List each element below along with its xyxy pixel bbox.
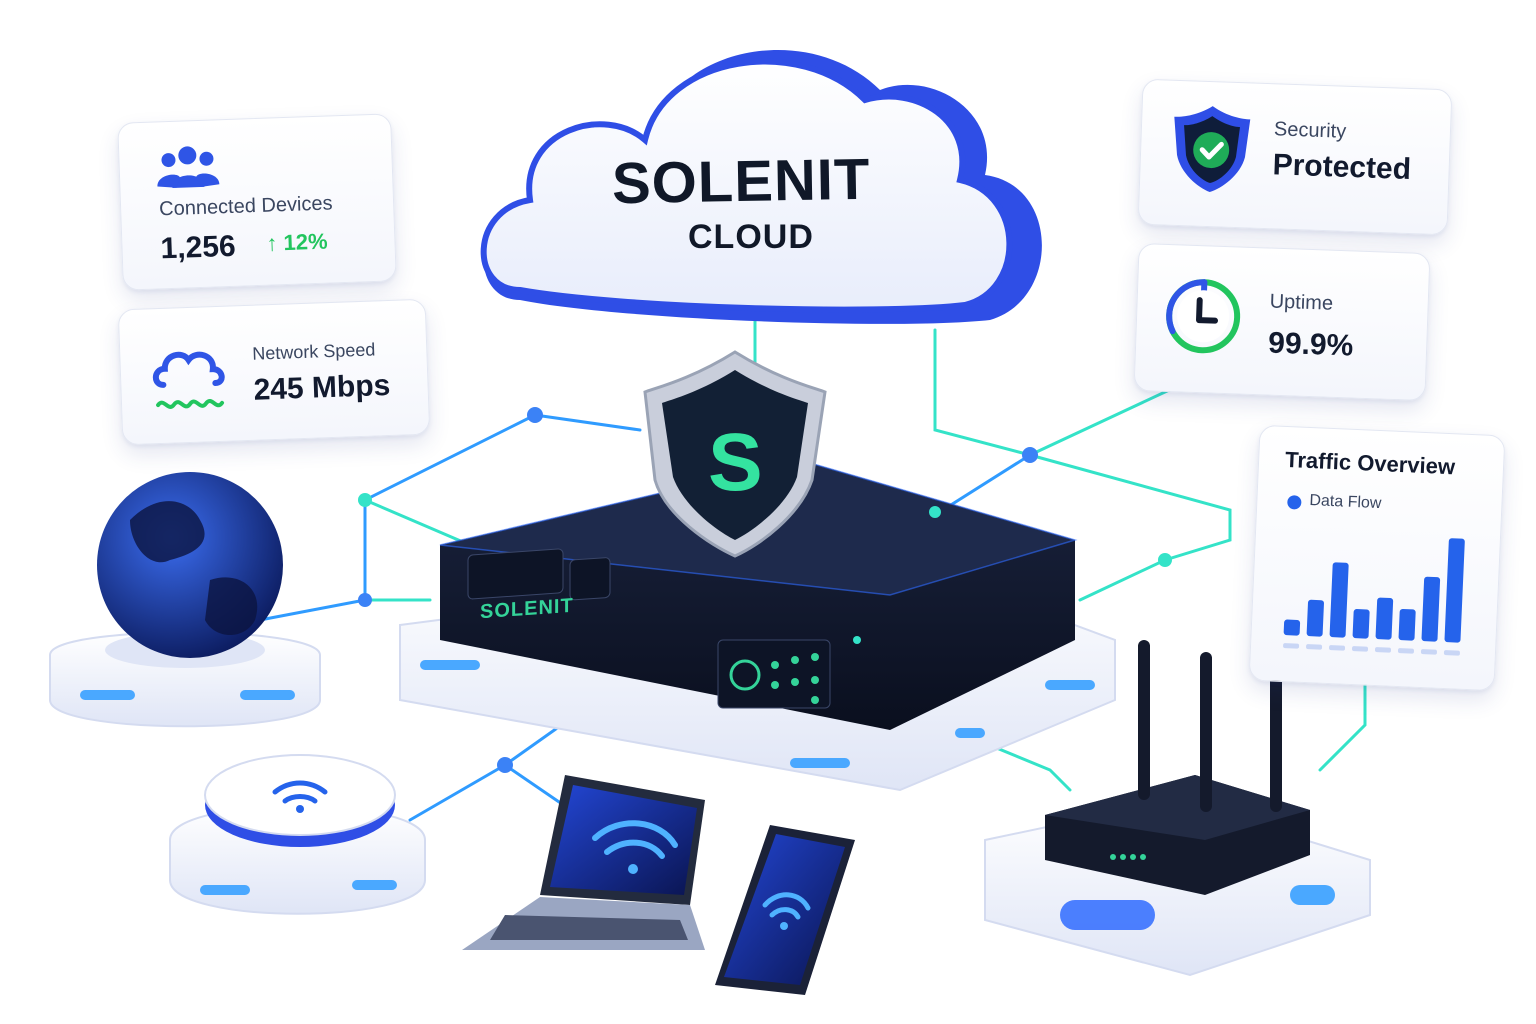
clock-icon <box>1166 279 1241 354</box>
security-card: Security Protected <box>1137 78 1453 236</box>
brand-name: SOLENIT <box>611 146 871 217</box>
traffic-bar-shadow <box>1306 644 1323 650</box>
traffic-bar <box>1352 609 1370 639</box>
traffic-bar <box>1444 538 1465 643</box>
users-icon <box>157 146 220 188</box>
traffic-overview-title: Traffic Overview <box>1284 446 1456 480</box>
traffic-bars <box>1283 538 1465 656</box>
traffic-overview-card: Traffic Overview Data Flow <box>1248 424 1506 692</box>
security-value: Protected <box>1272 148 1412 187</box>
laptop-device <box>462 775 705 950</box>
cloud-wave-icon <box>152 351 225 409</box>
traffic-bar-shadow <box>1352 646 1369 652</box>
network-speed-label: Network Speed <box>252 339 376 364</box>
traffic-bar <box>1329 562 1349 638</box>
traffic-bar <box>1306 599 1324 637</box>
connected-devices-label: Connected Devices <box>158 192 333 221</box>
connected-devices-change: ↑ 12% <box>266 228 328 256</box>
uptime-card: Uptime 99.9% <box>1133 242 1431 402</box>
globe-device <box>49 472 321 728</box>
traffic-legend-label: Data Flow <box>1309 492 1382 513</box>
connected-devices-value: 1,256 <box>160 229 237 266</box>
phone-device <box>715 825 855 995</box>
traffic-bar <box>1398 608 1416 641</box>
traffic-bar-shadow <box>1374 647 1392 653</box>
traffic-bar <box>1283 619 1301 636</box>
wifi-puck-device <box>169 754 426 915</box>
shield-emblem <box>643 350 827 558</box>
traffic-bar-shadow <box>1283 643 1300 649</box>
traffic-bar-shadow <box>1397 648 1414 654</box>
network-speed-card: Network Speed 245 Mbps <box>117 298 431 446</box>
network-speed-value: 245 Mbps <box>253 368 391 407</box>
connected-devices-card: Connected Devices 1,256 ↑ 12% <box>117 113 397 291</box>
cloud-shape <box>480 49 1042 324</box>
router-device <box>984 640 1371 977</box>
shield-letter: S <box>708 417 763 508</box>
uptime-value: 99.9% <box>1267 326 1354 363</box>
traffic-bar-shadow <box>1443 650 1460 656</box>
traffic-bar <box>1375 597 1394 640</box>
uptime-label: Uptime <box>1269 290 1334 315</box>
legend-dot <box>1287 495 1302 510</box>
traffic-bar <box>1421 576 1441 642</box>
shield-check-icon <box>1174 106 1251 193</box>
security-label: Security <box>1273 118 1347 143</box>
traffic-bar-shadow <box>1420 649 1437 655</box>
traffic-bar-shadow <box>1329 645 1346 651</box>
brand-subtitle: CLOUD <box>688 218 814 256</box>
